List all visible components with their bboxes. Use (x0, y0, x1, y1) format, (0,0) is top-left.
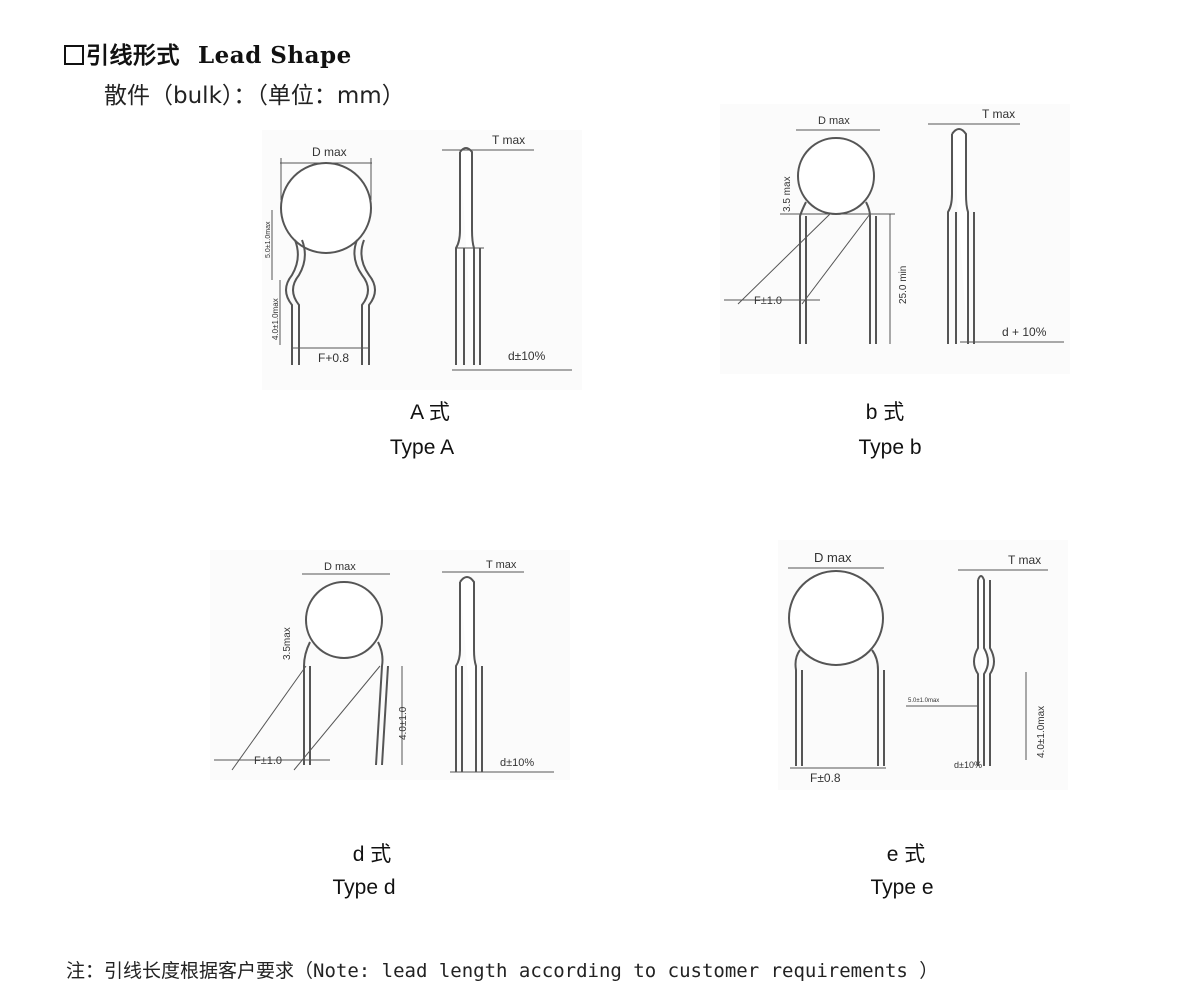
type-b-caption-cn: b 式 (865, 401, 905, 424)
type-b-disc (797, 137, 875, 215)
footnote: 注：引线长度根据客户要求（Note: lead length according… (66, 956, 938, 983)
type-a-side-dim-2: 4.0±1.0max (271, 298, 280, 340)
type-d-lead-dia-label: d±10% (500, 757, 534, 769)
heading-cn: 引线形式 (86, 42, 180, 69)
type-d-caption-cn: d 式 (352, 843, 392, 866)
type-a-caption-cn: A 式 (410, 401, 450, 424)
type-e-disc (788, 570, 884, 666)
type-b-dmax-label: D max (818, 115, 850, 127)
type-d-coating-label: 3.5max (282, 627, 293, 660)
type-a-disc (280, 162, 372, 254)
type-b-drawing: D max 3.5 max 25.0 min F±1.0 T max d + 1… (720, 104, 1070, 374)
type-b-pitch-label: F±1.0 (754, 295, 782, 307)
type-a-lead-dia-label: d±10% (508, 349, 546, 363)
type-d-disc (305, 581, 383, 659)
type-d-pitch-label: F±1.0 (254, 755, 282, 767)
type-e-pitch-label: F±0.8 (810, 771, 841, 785)
type-a-pitch-label: F+0.8 (318, 351, 349, 365)
type-b-caption-en: Type b (858, 436, 922, 459)
footnote-en: （Note: lead length according to customer… (294, 960, 939, 982)
type-a-side-dim-1: 5.0±1.0max (265, 221, 272, 258)
type-d-drawing: D max 3.5max 4.0±1.0 F±1.0 T max d±10% (210, 550, 570, 780)
type-d-lead-len-label: 4.0±1.0 (398, 706, 409, 740)
type-d-dmax-label: D max (324, 561, 356, 573)
checkbox-square-icon (64, 45, 84, 65)
type-a-caption-en: Type A (389, 436, 455, 459)
footnote-cn: 注：引线长度根据客户要求 (66, 960, 295, 982)
type-e-dmax-label: D max (814, 550, 852, 565)
type-e-side-note: 5.0±1.0max (908, 698, 939, 704)
type-e-tmax-label: T max (1008, 553, 1041, 567)
type-a-dmax-label: D max (312, 145, 347, 159)
type-a-tmax-label: T max (492, 133, 525, 147)
type-b-lead-len-label: 25.0 min (898, 266, 909, 304)
type-e-caption-cn: e 式 (886, 843, 926, 866)
type-b-tmax-label: T max (982, 107, 1015, 121)
type-b-coating-label: 3.5 max (782, 176, 793, 212)
type-e-lead-dia-label: d±10% (954, 760, 982, 770)
type-e-caption-en: Type e (870, 876, 934, 899)
type-d-tmax-label: T max (486, 559, 517, 571)
type-d-caption-en: Type d (332, 876, 396, 899)
section-heading: 引线形式 Lead Shape (64, 36, 352, 70)
type-e-drawing: D max F±0.8 T max 5.0±1.0max 4.0±1.0max … (778, 540, 1068, 790)
type-b-lead-dia-label: d + 10% (1002, 325, 1047, 339)
type-e-kink-label: 4.0±1.0max (1036, 706, 1047, 758)
unit-subheading: 散件（bulk）：（单位：mm） (104, 83, 405, 109)
type-a-drawing: D max 5.0±1.0max 4.0±1.0max F+0.8 T max … (262, 130, 582, 390)
heading-en: Lead Shape (198, 42, 352, 69)
